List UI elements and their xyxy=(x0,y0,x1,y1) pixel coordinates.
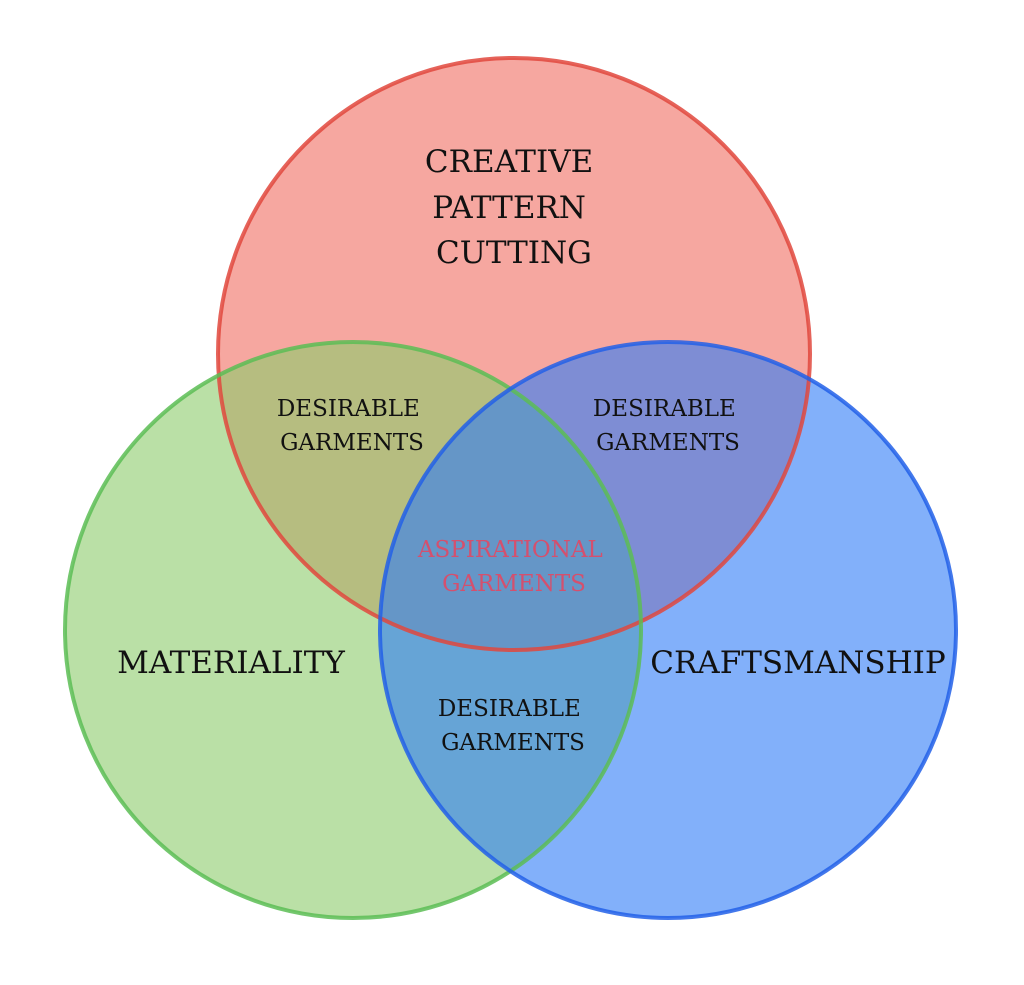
circle-outlines xyxy=(63,56,958,920)
circles xyxy=(65,58,956,918)
label-aspirational-garments: ASPIRATIONAL GARMENTS xyxy=(417,537,610,597)
label-creative-pattern-cutting: CREATIVE PATTERN CUTTING xyxy=(425,144,603,271)
outline-creative-pattern-cutting xyxy=(216,56,812,652)
outline-materiality xyxy=(63,340,643,920)
label-overlap-left-right: DESIRABLE GARMENTS xyxy=(438,696,588,756)
label-overlap-top-left: DESIRABLE GARMENTS xyxy=(277,396,427,456)
circle-craftsmanship xyxy=(380,342,956,918)
label-overlap-top-right: DESIRABLE GARMENTS xyxy=(593,396,743,456)
label-materiality: MATERIALITY xyxy=(117,645,345,681)
label-craftsmanship: CRAFTSMANSHIP xyxy=(650,645,946,681)
outline-craftsmanship xyxy=(378,340,958,920)
